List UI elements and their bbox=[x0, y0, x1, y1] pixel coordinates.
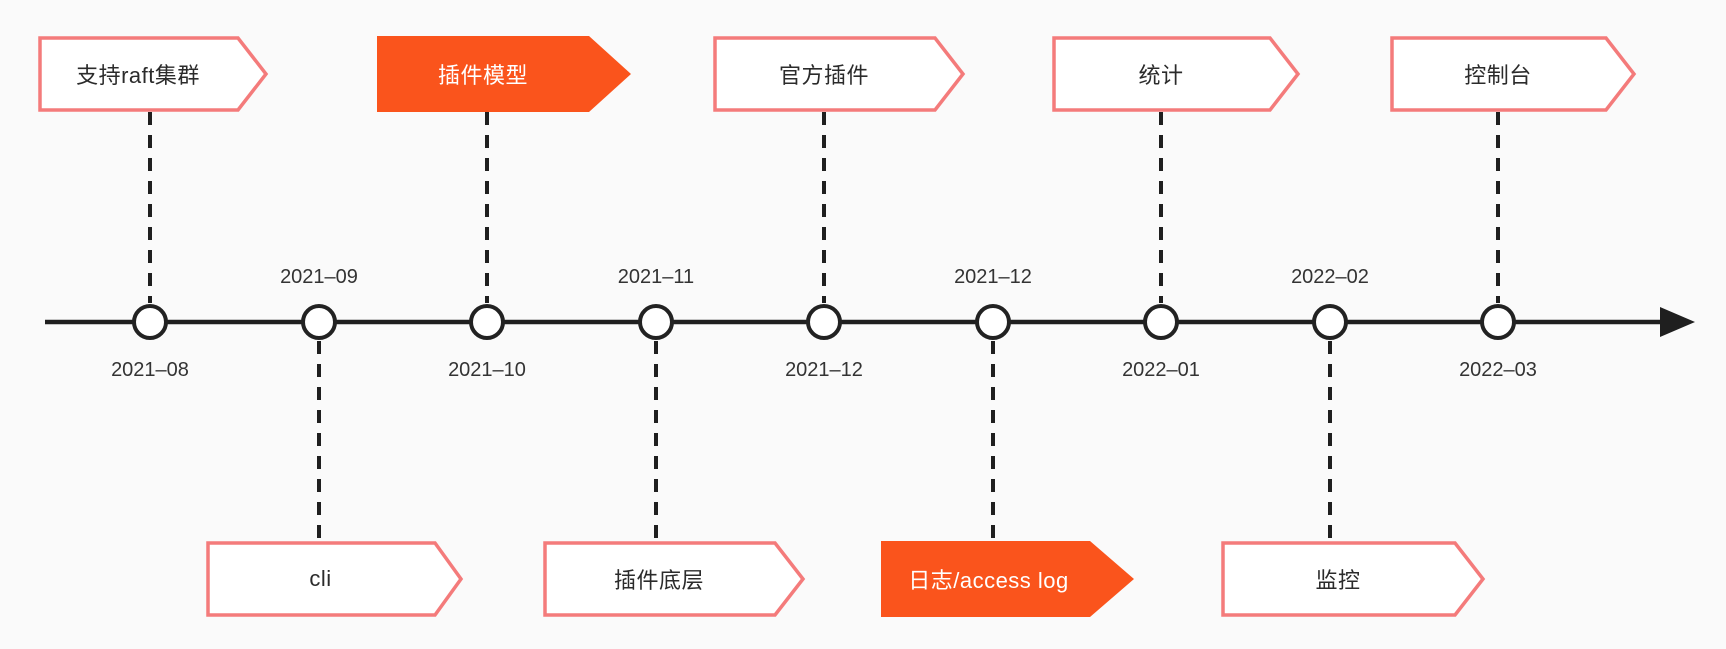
banner-label: 控制台 bbox=[1464, 63, 1532, 88]
banner-label: 官方插件 bbox=[778, 63, 869, 88]
arrowhead-icon bbox=[1660, 307, 1695, 337]
banner-label: 插件底层 bbox=[613, 568, 704, 593]
banner-label: 支持raft集群 bbox=[76, 63, 200, 88]
timeline-node bbox=[301, 304, 337, 340]
timeline-node bbox=[1143, 304, 1179, 340]
date-label: 2022–03 bbox=[1459, 359, 1537, 381]
banner-shape bbox=[543, 541, 806, 617]
timeline-node bbox=[806, 304, 842, 340]
date-label: 2022–02 bbox=[1291, 266, 1369, 288]
banner-label: 统计 bbox=[1138, 63, 1184, 88]
banner-shape bbox=[1052, 36, 1301, 112]
timeline-node bbox=[469, 304, 505, 340]
banner-plugin-model: 插件模型 bbox=[377, 36, 631, 112]
banner-official-plugins: 官方插件 bbox=[713, 36, 966, 112]
banner-console: 控制台 bbox=[1390, 36, 1637, 112]
date-label: 2021–11 bbox=[617, 266, 695, 288]
timeline-node bbox=[975, 304, 1011, 340]
date-label: 2022–01 bbox=[1122, 359, 1200, 381]
banner-statistics: 统计 bbox=[1052, 36, 1301, 112]
banner-plugin-base: 插件底层 bbox=[543, 541, 806, 617]
banner-shape bbox=[206, 541, 464, 617]
banner-shape bbox=[881, 541, 1134, 617]
banner-raft-cluster: 支持raft集群 bbox=[38, 36, 269, 112]
banner-monitoring: 监控 bbox=[1221, 541, 1486, 617]
banner-label: 日志/access log bbox=[908, 568, 1069, 593]
timeline-node bbox=[1312, 304, 1348, 340]
date-label: 2021–10 bbox=[448, 359, 526, 381]
banner-access-log: 日志/access log bbox=[881, 541, 1134, 617]
banner-cli: cli bbox=[206, 541, 464, 617]
banner-shape bbox=[1390, 36, 1637, 112]
banner-shape bbox=[1221, 541, 1486, 617]
banner-label: 监控 bbox=[1315, 568, 1361, 593]
banner-label: cli bbox=[309, 566, 332, 591]
banner-shape bbox=[377, 36, 631, 112]
date-label: 2021–12 bbox=[785, 359, 863, 381]
banner-shape bbox=[713, 36, 966, 112]
timeline-node bbox=[638, 304, 674, 340]
banner-label: 插件模型 bbox=[437, 63, 528, 88]
timeline-node bbox=[132, 304, 168, 340]
timeline-node bbox=[1480, 304, 1516, 340]
date-label: 2021–09 bbox=[280, 266, 358, 288]
banner-shape bbox=[38, 36, 269, 112]
date-label: 2021–08 bbox=[111, 359, 189, 381]
date-label: 2021–12 bbox=[954, 266, 1032, 288]
